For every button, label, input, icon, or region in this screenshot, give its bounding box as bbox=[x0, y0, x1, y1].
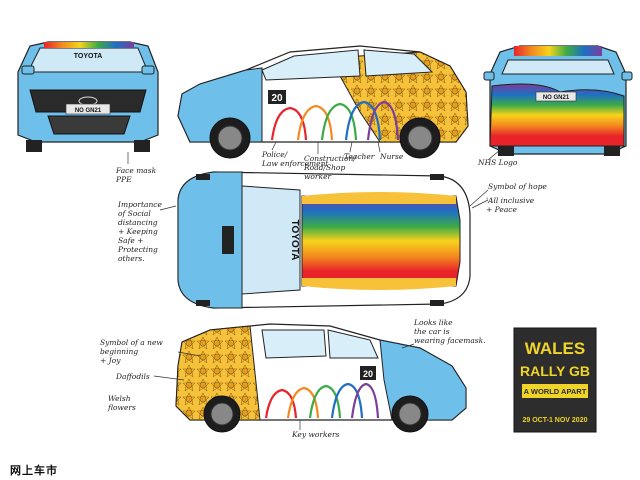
front-plate: NO GN21 bbox=[75, 108, 102, 114]
annotation-police: Police/ Law enforcement bbox=[262, 150, 329, 168]
car-rear-view: NO GN21 bbox=[483, 45, 633, 156]
badge-line3: A WORLD APART bbox=[524, 387, 587, 396]
side-top-number: 20 bbox=[271, 93, 283, 104]
annotation-key-workers: Key workers bbox=[292, 430, 340, 439]
annotation-face-mask: Face mask PPE bbox=[116, 166, 157, 184]
front-brand-text: TOYOTA bbox=[74, 53, 103, 60]
side-bottom-number: 20 bbox=[363, 369, 373, 379]
badge-line1: WALES bbox=[525, 339, 585, 358]
annotation-nurse: Nurse bbox=[380, 152, 404, 161]
annotation-leaders bbox=[127, 141, 501, 430]
car-side-view-top: 20 bbox=[177, 45, 469, 159]
badge-dates: 29 OCT-1 NOV 2020 bbox=[523, 417, 588, 424]
annotation-nhs-logo: NHS Logo bbox=[478, 158, 518, 167]
rear-plate: NO GN21 bbox=[543, 95, 570, 101]
livery-drawing: NO GN21 TOYOTA 20 NO GN21 bbox=[17, 41, 633, 433]
badge-line2: RALLY GB bbox=[520, 363, 590, 379]
annotation-teacher: Teacher bbox=[344, 152, 375, 161]
livery-design-sheet: NO GN21 TOYOTA 20 NO GN21 bbox=[17, 41, 633, 439]
top-brand-text: TOYOTA bbox=[289, 220, 300, 261]
annotation-construction: Construction/ Road/Shop worker bbox=[304, 154, 356, 181]
footer-site-label: 网上车市 bbox=[10, 464, 58, 477]
wales-rally-gb-badge: WALES RALLY GB A WORLD APART 29 OCT-1 NO… bbox=[513, 327, 597, 433]
car-front-view: NO GN21 TOYOTA bbox=[17, 41, 159, 152]
annotation-new-beginning: Symbol of a new beginning + Joy bbox=[100, 338, 163, 365]
footer-bar: 网上车市 bbox=[0, 458, 640, 480]
annotation-daffodils: Daffodils bbox=[116, 372, 150, 381]
annotation-distancing: Importance of Social distancing + Keepin… bbox=[118, 200, 162, 263]
annotation-symbol-hope: Symbol of hope bbox=[488, 182, 547, 191]
car-top-view: TOYOTA bbox=[177, 171, 471, 309]
annotation-welsh-flowers: Welsh flowers bbox=[108, 394, 136, 412]
car-side-view-bottom: 20 bbox=[175, 323, 467, 433]
annotation-looks-like: Looks like the car is wearing facemask. bbox=[414, 318, 486, 345]
annotation-inclusive: 'All inclusive + Peace bbox=[486, 196, 535, 214]
